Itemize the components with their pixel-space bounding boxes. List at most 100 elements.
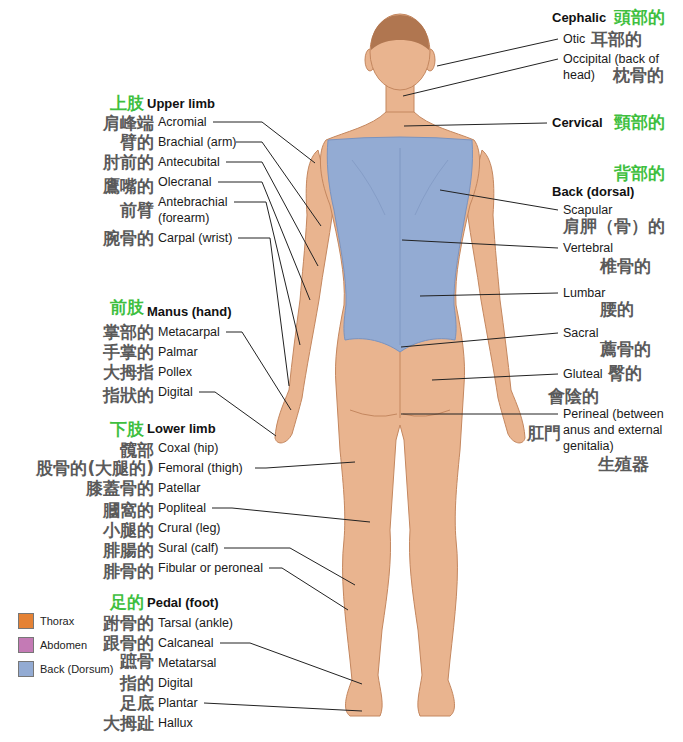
legend-swatch <box>18 661 34 677</box>
region-label: Coxal (hip) <box>158 440 218 456</box>
region-label: Femoral (thigh) <box>158 460 243 476</box>
leader-line <box>404 123 547 126</box>
chinese-label: 膕窩的 <box>103 501 154 520</box>
leader-line <box>212 508 370 522</box>
scapula-lines <box>352 160 448 215</box>
group-heading: Back (dorsal) <box>552 184 634 200</box>
region-label: Antebrachial (forearm) <box>158 194 248 226</box>
leader-line <box>440 190 558 210</box>
region-label: Popliteal <box>158 500 206 516</box>
leader-line <box>432 374 558 380</box>
leader-line <box>238 238 289 386</box>
group-heading: Upper limb <box>147 96 215 112</box>
chinese-label: 椎骨的 <box>600 257 651 276</box>
chinese-label: 肩峰端 <box>103 114 154 133</box>
chinese-label: 股骨的(大腿的) <box>36 459 154 478</box>
chinese-label: 肩胛（骨）的 <box>563 217 665 236</box>
region-label: Hallux <box>158 715 193 731</box>
chinese-label: 肘前的 <box>103 153 154 172</box>
leader-line <box>255 462 355 468</box>
chinese-label: 前臂 <box>120 201 154 220</box>
region-label: Digital <box>158 675 193 691</box>
head <box>370 14 430 90</box>
chinese-label: 鷹嘴的 <box>103 177 154 196</box>
group-heading: Cephalic <box>552 10 606 26</box>
leader-line <box>269 568 348 610</box>
chinese-label: 大拇指 <box>103 363 154 382</box>
region-label: Plantar <box>158 695 198 711</box>
hair <box>371 15 429 50</box>
chinese-label: 指的 <box>120 674 154 693</box>
region-label: Perineal (between anus and external geni… <box>563 406 681 454</box>
chinese-heading: 前肢 <box>110 298 144 317</box>
chinese-label: 腓骨的 <box>103 562 154 581</box>
chinese-label: 指狀的 <box>103 386 154 405</box>
region-label: Lumbar <box>563 285 605 301</box>
chinese-heading: 上肢 <box>110 94 144 113</box>
chinese-label: 大拇趾 <box>103 714 154 733</box>
leader-line <box>234 202 300 345</box>
region-label: Patellar <box>158 480 200 496</box>
region-label: Sacral <box>563 325 598 341</box>
chinese-label: 會陰的 <box>548 387 599 406</box>
legend-swatch <box>18 637 34 653</box>
region-label: Metacarpal <box>158 324 220 340</box>
group-heading: Lower limb <box>147 421 216 437</box>
region-label: Palmar <box>158 344 198 360</box>
legend-text: Thorax <box>40 614 74 628</box>
leader-line <box>403 59 558 96</box>
group-heading: Pedal (foot) <box>147 595 219 611</box>
chinese-label: 腓腸的 <box>103 541 154 560</box>
chinese-heading: 背部的 <box>614 164 665 183</box>
chinese-label: 蹠骨 <box>120 652 154 671</box>
region-label: Metatarsal <box>158 655 216 671</box>
region-label: Tarsal (ankle) <box>158 615 233 631</box>
leader-line <box>220 643 362 684</box>
chinese-heading: 足的 <box>110 593 144 612</box>
chinese-label: 薦骨的 <box>600 340 651 359</box>
region-label: Fibular or peroneal <box>158 560 263 576</box>
chinese-label: 枕骨的 <box>613 66 664 85</box>
leader-line <box>401 333 558 347</box>
right-arm <box>467 150 525 443</box>
legend-swatch <box>18 613 34 629</box>
legend-text: Back (Dorsum) <box>40 662 113 676</box>
chinese-label: 耳部的 <box>591 30 642 49</box>
region-label: Otic <box>563 31 585 47</box>
chinese-label: 掌部的 <box>103 323 154 342</box>
chinese-label: 跟骨的 <box>103 634 154 653</box>
spine-line <box>400 148 401 345</box>
region-label: Pollex <box>158 364 192 380</box>
leader-line <box>226 332 291 410</box>
chinese-label: 臀的 <box>608 364 642 383</box>
chinese-label: 腕骨的 <box>103 229 154 248</box>
region-label: Brachial (arm) <box>158 134 237 150</box>
leader-line <box>402 240 558 248</box>
group-heading: Cervical <box>552 115 603 131</box>
leader-line <box>420 293 558 296</box>
group-heading: Manus (hand) <box>147 304 232 320</box>
chinese-label: 膝蓋骨的 <box>86 479 154 498</box>
region-label: Olecranal <box>158 174 212 190</box>
chinese-label: 跗骨的 <box>103 614 154 633</box>
region-label: Vertebral <box>563 240 613 256</box>
region-label: Crural (leg) <box>158 520 221 536</box>
region-label: Scapular <box>563 202 612 218</box>
region-label: Sural (calf) <box>158 540 218 556</box>
chinese-heading: 下肢 <box>110 420 144 439</box>
chinese-label: 肛門 <box>527 424 561 443</box>
legend-text: Abdomen <box>40 638 87 652</box>
region-label: Digital <box>158 384 193 400</box>
leader-line <box>204 703 362 711</box>
gluteal-lines <box>350 352 450 418</box>
chinese-label: 足底 <box>120 694 154 713</box>
chinese-label: 小腿的 <box>103 521 154 540</box>
chinese-label: 髖部 <box>120 441 154 460</box>
region-label: Gluteal <box>563 366 603 382</box>
leader-line <box>437 39 558 66</box>
chinese-heading: 頭部的 <box>614 8 665 27</box>
region-label: Acromial <box>158 114 207 130</box>
chinese-label: 臂的 <box>120 133 154 152</box>
leader-line <box>236 142 321 226</box>
